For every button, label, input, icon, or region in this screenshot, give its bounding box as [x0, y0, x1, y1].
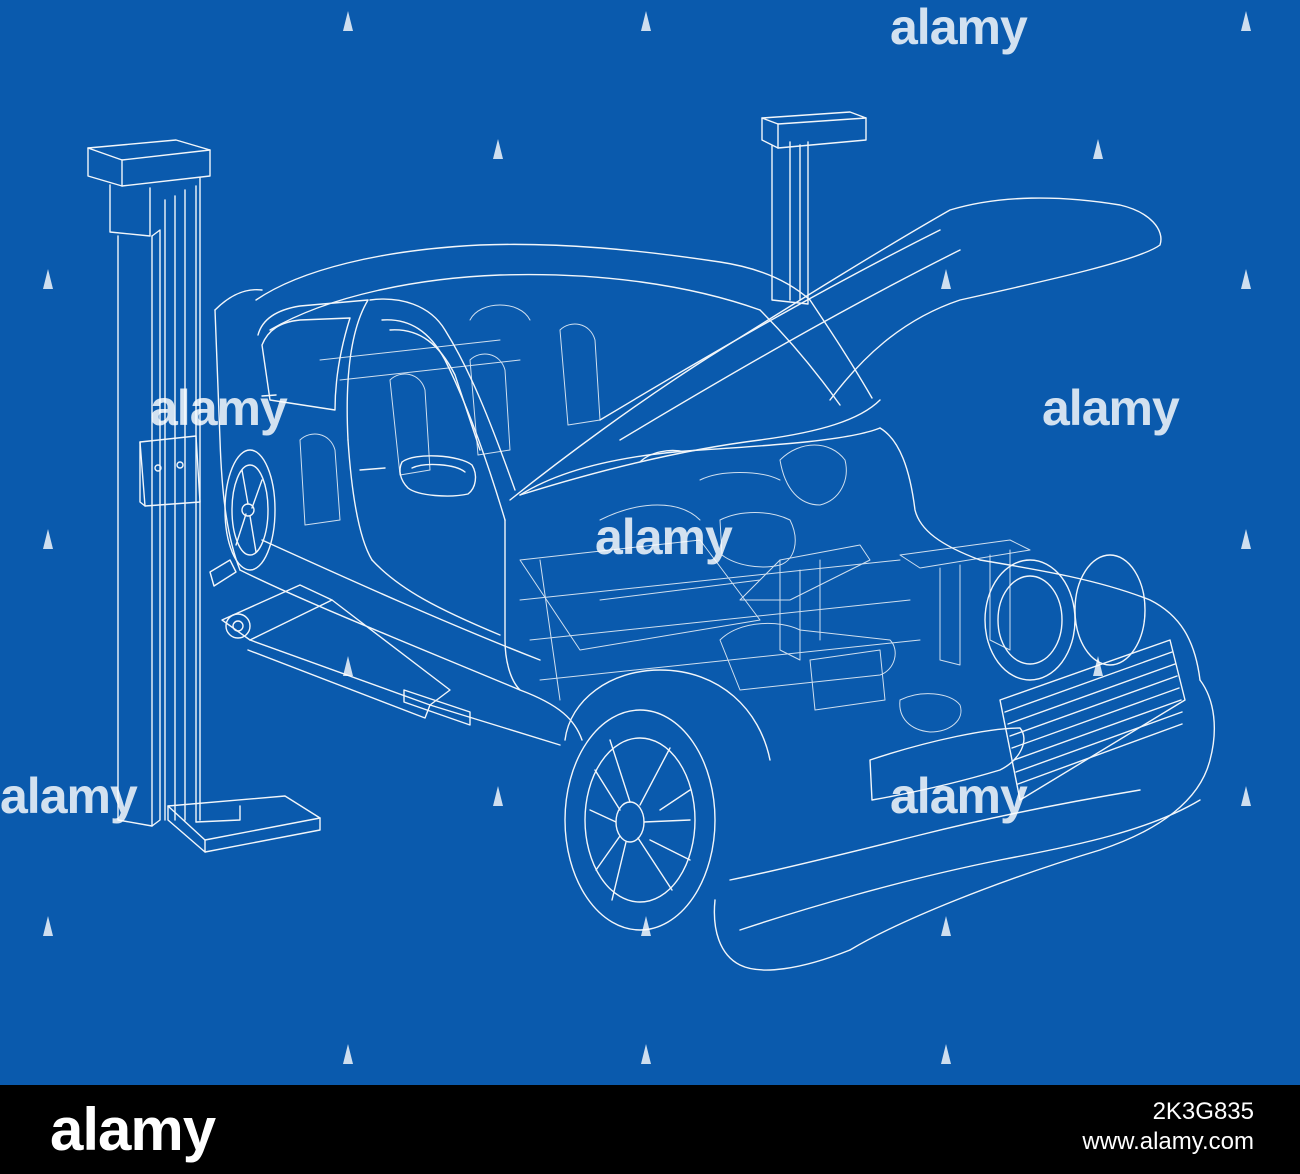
footer-logo[interactable]: alamy: [50, 1096, 216, 1163]
right-lift-post: [761, 111, 867, 305]
wireframe-drawing: [87, 111, 1215, 971]
front-right-wheel: [984, 554, 1146, 681]
image-id: 2K3G835: [1152, 1098, 1254, 1125]
site-url[interactable]: www.alamy.com: [1082, 1128, 1254, 1155]
footer-image-info: 2K3G835 www.alamy.com: [1082, 1097, 1254, 1157]
footer-bar: alamy 2K3G835 www.alamy.com: [0, 1085, 1300, 1174]
car-body: [214, 243, 1215, 971]
open-hood: [509, 197, 1162, 501]
front-wheel: [564, 709, 716, 931]
rear-wheel: [224, 449, 276, 571]
car-lift-blueprint-illustration: alamy alamy alamy alamy alamy alamy: [0, 0, 1300, 1085]
interior-and-chassis: [299, 304, 1031, 733]
left-lift-post: [87, 139, 561, 853]
